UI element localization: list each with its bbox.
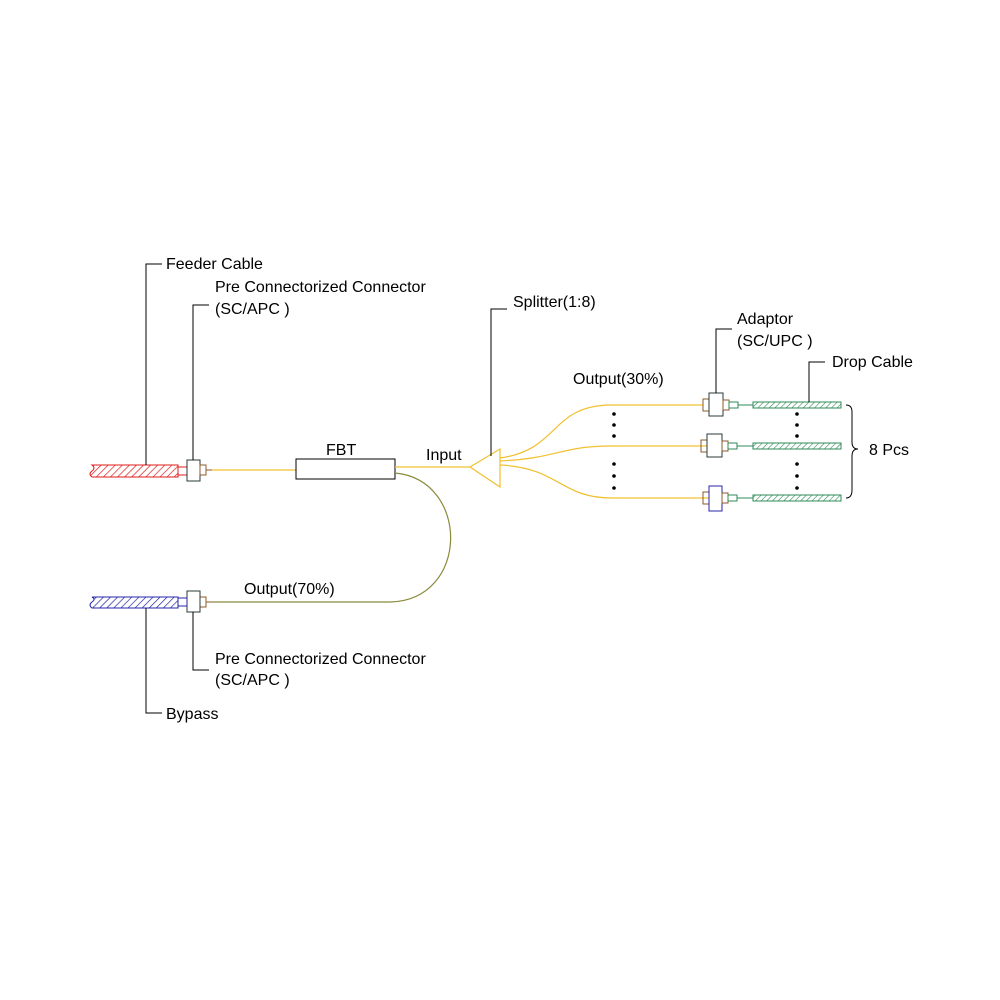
label-adaptor-2: (SC/UPC ) xyxy=(737,333,813,350)
adaptor-2 xyxy=(700,433,738,458)
label-pre-connector-bottom-1: Pre Connectorized Connector xyxy=(215,651,426,668)
drop-ellipsis-dots xyxy=(795,412,799,490)
label-pcs: 8 Pcs xyxy=(869,442,909,459)
fbt-box xyxy=(295,458,396,480)
label-drop-cable: Drop Cable xyxy=(832,354,913,371)
pre-connector-bottom xyxy=(177,590,212,613)
fiber-ellipsis-dots xyxy=(612,412,616,490)
drop-cable-1 xyxy=(752,401,842,409)
adaptor-to-drop-fibers xyxy=(737,404,753,499)
label-input: Input xyxy=(426,447,462,464)
label-pre-connector-bottom-2: (SC/APC ) xyxy=(215,672,290,689)
label-bypass: Bypass xyxy=(166,706,218,723)
pre-connector-top xyxy=(177,459,212,482)
bypass-cable xyxy=(89,596,179,609)
label-feeder-cable: Feeder Cable xyxy=(166,256,263,273)
pcs-brace xyxy=(845,404,859,499)
splitter-output-fibers xyxy=(499,404,709,499)
label-output-70: Output(70%) xyxy=(244,581,335,598)
drop-cable-2 xyxy=(752,442,842,450)
fiber-output-70 xyxy=(212,472,452,603)
label-splitter: Splitter(1:8) xyxy=(513,294,596,311)
drop-cables xyxy=(752,401,842,502)
label-pre-connector-top-2: (SC/APC ) xyxy=(215,301,290,318)
leader-lines xyxy=(145,263,825,714)
feeder-cable xyxy=(89,464,179,478)
label-fbt: FBT xyxy=(326,442,356,459)
label-adaptor-1: Adaptor xyxy=(737,311,794,328)
label-output-30: Output(30%) xyxy=(573,371,664,388)
label-pre-connector-top-1: Pre Connectorized Connector xyxy=(215,279,426,296)
splitter-triangle xyxy=(468,447,501,489)
drop-cable-3 xyxy=(752,494,842,502)
adaptor-1 xyxy=(702,392,739,417)
